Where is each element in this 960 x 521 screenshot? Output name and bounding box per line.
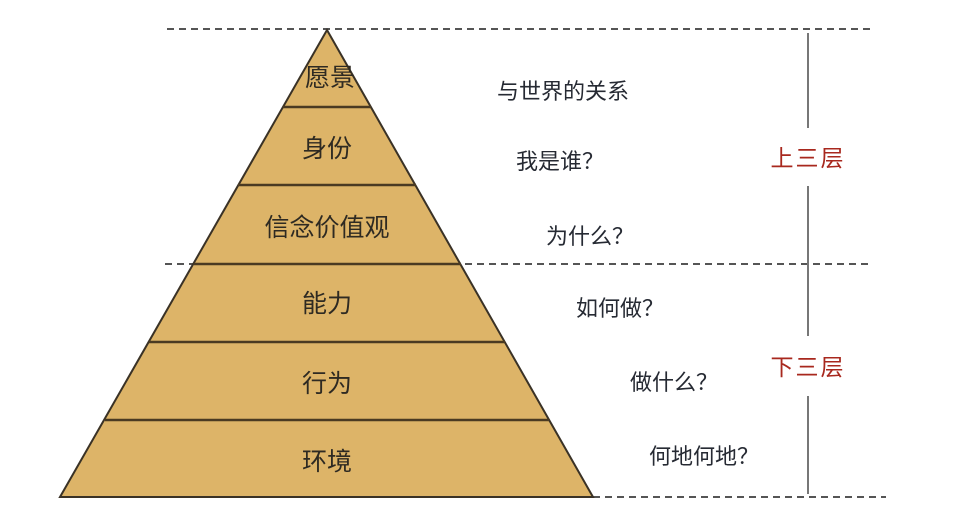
- description-beliefs-values: 为什么？: [545, 225, 635, 250]
- layer-label-environment: 环境: [301, 447, 353, 476]
- layer-label-vision: 愿景: [304, 63, 356, 92]
- layer-label-behavior: 行为: [301, 369, 353, 398]
- description-identity: 我是谁？: [515, 150, 605, 175]
- group-label-upper-three: 上三层: [770, 146, 846, 172]
- layer-label-capability: 能力: [301, 289, 353, 318]
- layer-label-identity: 身份: [301, 134, 353, 163]
- description-vision: 与世界的关系: [496, 80, 630, 105]
- description-environment: 何地何地？: [648, 445, 760, 470]
- description-behavior: 做什么？: [629, 371, 719, 396]
- group-label-lower-three: 下三层: [770, 355, 846, 381]
- layer-label-beliefs-values: 信念价值观: [264, 213, 390, 242]
- description-capability: 如何做？: [575, 297, 665, 322]
